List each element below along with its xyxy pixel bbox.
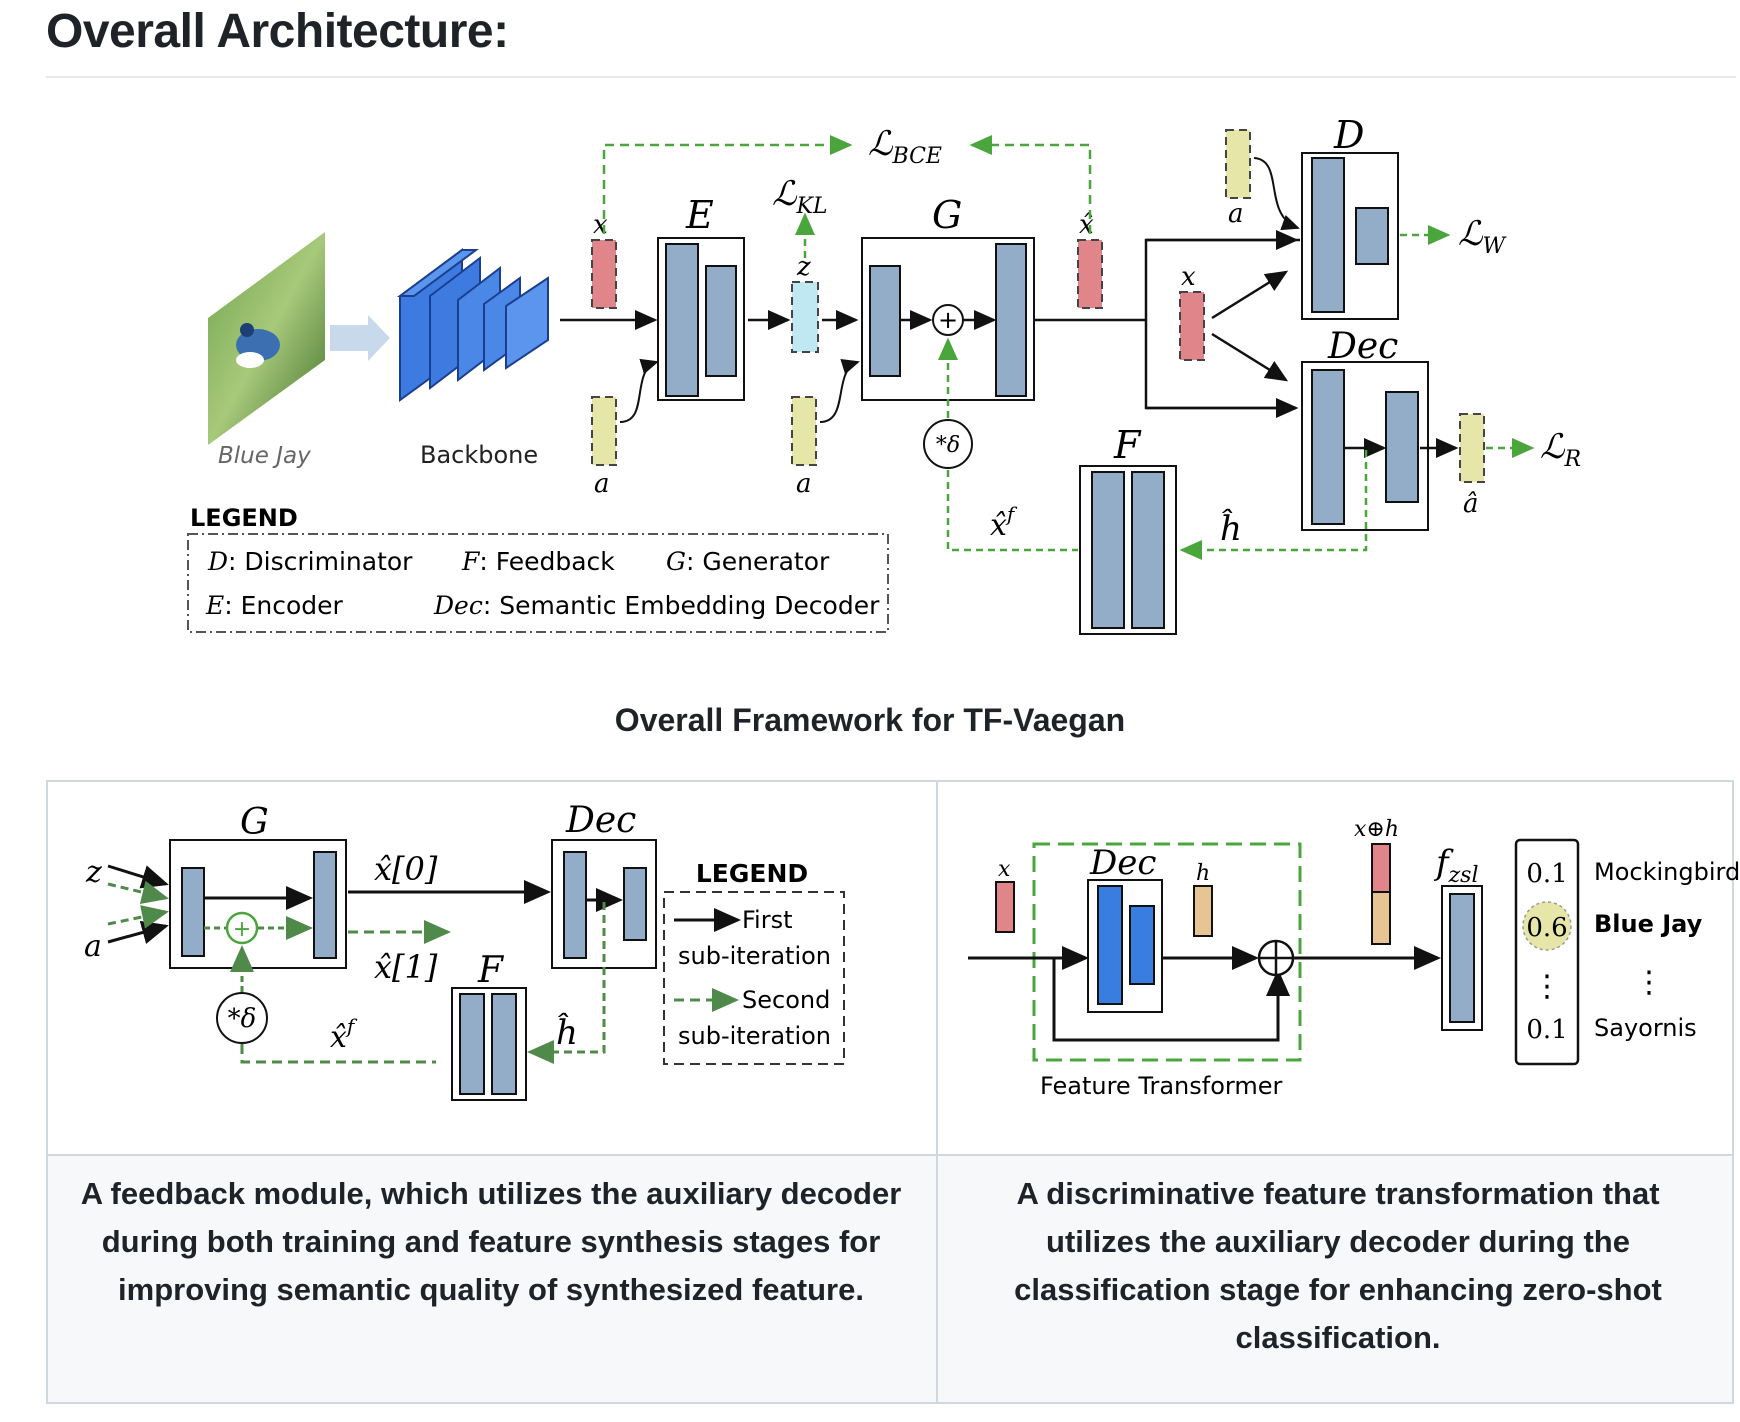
svg-text:D: Discriminator: D: Discriminator <box>207 547 413 576</box>
feature-transform-diagram: Feature Transformer x Dec h x⊕h fzsl 0.1… <box>968 817 1740 1100</box>
scores-box <box>1514 838 1580 1066</box>
legend-title-left: LEGEND <box>696 859 808 888</box>
xh-label: x⊕h <box>1354 817 1399 842</box>
delta-node <box>923 419 973 469</box>
backbone-label: Backbone <box>420 441 538 469</box>
dec-left-label: Dec <box>565 800 636 841</box>
xf-label: x̂f <box>990 502 1018 543</box>
architecture-diagram: Blue Jay Backbone x a E z ℒKL a + G *δ x… <box>187 113 1581 635</box>
xh-feature-top <box>1371 843 1391 893</box>
class-1: Mockingbird <box>1594 858 1740 886</box>
h-left-label: ĥ <box>556 1012 578 1053</box>
ahat-label: â <box>1463 489 1479 519</box>
class-ellipsis: ⋮ <box>1634 965 1664 1000</box>
column-divider <box>936 782 938 1402</box>
x-real-label: x <box>1181 262 1196 292</box>
x1-label: x̂[1] <box>374 948 438 986</box>
decoder-label: Dec <box>1327 326 1398 367</box>
bird-image <box>208 232 325 445</box>
feedback-label: F <box>1113 423 1142 467</box>
row-divider <box>48 1154 1732 1156</box>
class-2: Blue Jay <box>1594 910 1703 938</box>
delta-label: *δ <box>936 433 960 458</box>
feedback-diagram: z a + G *δ x̂f x̂[0] x̂[1] Dec ĥ F <box>84 800 845 1101</box>
left-caption: A feedback module, which utilizes the au… <box>80 1176 902 1307</box>
svg-text:E: Encoder: E: Encoder <box>205 591 344 620</box>
x0-label: x̂[0] <box>374 850 438 888</box>
z-label: z <box>796 252 811 282</box>
a-attribute-3 <box>1225 129 1251 199</box>
legend-box <box>187 533 889 633</box>
svg-text:+: + <box>938 306 958 334</box>
x-right-label: x <box>998 857 1011 882</box>
figure-caption: Overall Framework for TF-Vaegan <box>614 702 1126 738</box>
x-input-right <box>995 881 1015 933</box>
z-input-label: z <box>85 855 102 890</box>
score-1: 0.1 <box>1526 859 1567 889</box>
generator-label: G <box>932 193 962 237</box>
legend-box-left <box>663 891 845 1065</box>
image-label: Blue Jay <box>218 443 311 469</box>
x-label: x <box>593 210 608 240</box>
xf-left-label: x̂f <box>330 1014 358 1055</box>
right-caption: A discriminative feature transformation … <box>1014 1176 1662 1355</box>
caption-row <box>48 1156 1732 1402</box>
f-left-label: F <box>477 950 505 991</box>
page-heading: Overall Architecture: <box>46 5 509 58</box>
a-input-label: a <box>84 929 102 964</box>
delta-label-left: *δ <box>228 1004 257 1034</box>
legend-second-sub: sub-iteration <box>678 1022 831 1050</box>
dec-right-label: Dec <box>1089 843 1156 883</box>
score-3: 0.1 <box>1526 1015 1567 1045</box>
class-3: Sayornis <box>1594 1014 1697 1042</box>
h-label: ĥ <box>1220 508 1242 549</box>
score-ellipsis: ⋮ <box>1532 969 1562 1004</box>
backbone-network <box>396 248 549 402</box>
xh-feature-bottom <box>1371 891 1391 945</box>
svg-text:G: Generator: G: Generator <box>666 547 830 576</box>
score-2: 0.6 <box>1526 913 1567 943</box>
legend-first: First <box>742 906 793 934</box>
legend-title: LEGEND <box>190 504 298 532</box>
h-feature-right <box>1193 885 1213 937</box>
svg-text:+: + <box>233 917 251 942</box>
h-right-label: h <box>1196 861 1210 886</box>
ahat-feature <box>1459 413 1485 483</box>
loss-kl: ℒKL <box>772 174 828 219</box>
z-latent <box>791 281 819 353</box>
a-label: a <box>594 469 610 499</box>
g-label: G <box>240 802 269 843</box>
feature-transformer-box <box>1032 842 1302 1062</box>
svg-text:Dec: Semantic Embedding Decode: Dec: Semantic Embedding Decoder <box>433 591 880 620</box>
x-feature <box>591 239 617 309</box>
svg-text:F: Feedback: F: Feedback <box>461 547 615 576</box>
a3-label: a <box>1228 199 1244 229</box>
delta-node-left <box>216 992 268 1044</box>
heading-divider <box>46 76 1736 78</box>
legend-entries: D: Discriminator F: Feedback G: Generato… <box>205 547 880 620</box>
feature-table: z a + G *δ x̂f x̂[0] x̂[1] Dec ĥ F <box>46 780 1740 1404</box>
a2-label: a <box>796 469 812 499</box>
image-arrow <box>330 315 390 361</box>
discriminator-label: D <box>1333 113 1364 157</box>
a-attribute <box>591 396 617 466</box>
a-attribute-2 <box>791 396 817 466</box>
loss-bce: ℒBCE <box>868 124 942 169</box>
loss-r: ℒR <box>1540 427 1581 472</box>
xhat-feature <box>1077 239 1103 309</box>
legend-first-sub: sub-iteration <box>678 942 831 970</box>
loss-w: ℒW <box>1458 214 1508 259</box>
xhat-label: x̂ <box>1079 210 1094 240</box>
feature-transformer-label: Feature Transformer <box>1040 1072 1282 1100</box>
encoder-label: E <box>685 193 714 237</box>
fzsl-label: fzsl <box>1433 843 1479 888</box>
x-real-feature <box>1179 291 1205 361</box>
legend-second: Second <box>742 986 830 1014</box>
